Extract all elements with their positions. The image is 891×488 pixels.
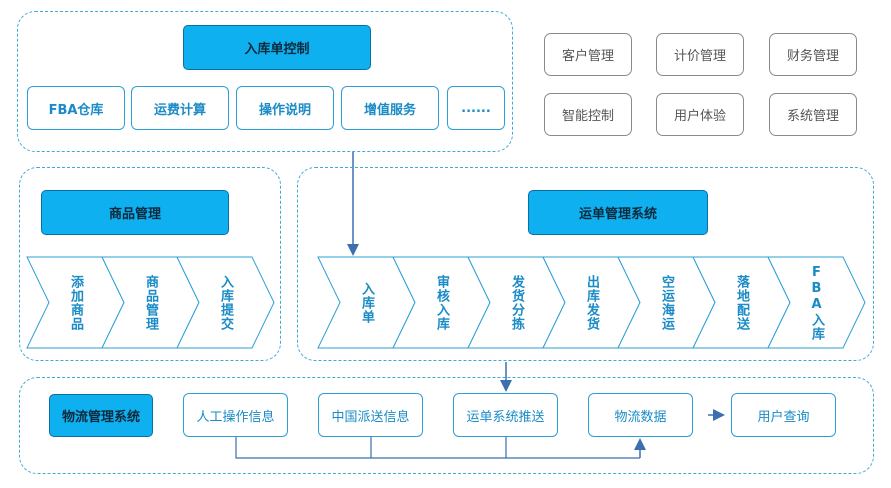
goods-step-label: 入库提交	[218, 274, 233, 331]
inbound-item-value-added[interactable]: 增值服务	[341, 86, 439, 130]
module-finance[interactable]: 财务管理	[769, 33, 857, 76]
module-smart-control[interactable]: 智能控制	[544, 93, 632, 136]
logistics-data[interactable]: 物流数据	[588, 393, 693, 437]
goods-title[interactable]: 商品管理	[41, 190, 229, 235]
goods-chevron-shape	[176, 256, 275, 349]
waybill-step[interactable]: 空运海运	[617, 256, 716, 349]
waybill-chevron-shape	[767, 256, 866, 349]
waybill-step-label: FBA入库	[809, 264, 824, 341]
inbound-title[interactable]: 入库单控制	[183, 25, 371, 70]
waybill-step-label: 审核入库	[434, 274, 449, 331]
inbound-item-more[interactable]: ......	[447, 86, 505, 130]
bracket-merge-line	[235, 437, 640, 459]
waybill-chevron-polygon	[767, 256, 866, 349]
waybill-step-label: 入库单	[359, 281, 374, 324]
goods-step[interactable]: 添加商品	[26, 256, 125, 349]
goods-step-label: 商品管理	[143, 274, 158, 331]
waybill-step-label: 空运海运	[659, 274, 674, 331]
goods-step[interactable]: 商品管理	[101, 256, 200, 349]
goods-panel	[19, 167, 281, 361]
logistics-manual-info[interactable]: 人工操作信息	[183, 393, 288, 437]
module-system[interactable]: 系统管理	[769, 93, 857, 136]
logistics-user-query[interactable]: 用户查询	[731, 393, 836, 437]
logistics-panel	[19, 377, 874, 474]
waybill-title[interactable]: 运单管理系统	[528, 190, 708, 235]
waybill-step-label: 出库发货	[584, 274, 599, 331]
module-customer[interactable]: 客户管理	[544, 33, 632, 76]
goods-step-label: 添加商品	[68, 274, 83, 331]
inbound-panel	[17, 11, 513, 152]
goods-step[interactable]: 入库提交	[176, 256, 275, 349]
waybill-panel	[297, 167, 874, 361]
waybill-step-label: 落地配送	[734, 274, 749, 331]
goods-chevron-polygon	[176, 256, 275, 349]
logistics-china-delivery[interactable]: 中国派送信息	[318, 393, 423, 437]
waybill-step-label: 发货分拣	[509, 274, 524, 331]
module-user-experience[interactable]: 用户体验	[656, 93, 744, 136]
logistics-waybill-push[interactable]: 运单系统推送	[453, 393, 558, 437]
inbound-item-freight[interactable]: 运费计算	[131, 86, 229, 130]
logistics-title[interactable]: 物流管理系统	[49, 394, 153, 437]
inbound-item-fba[interactable]: FBA仓库	[27, 86, 125, 130]
inbound-item-instructions[interactable]: 操作说明	[236, 86, 334, 130]
module-pricing[interactable]: 计价管理	[656, 33, 744, 76]
waybill-step[interactable]: FBA入库	[767, 256, 866, 349]
